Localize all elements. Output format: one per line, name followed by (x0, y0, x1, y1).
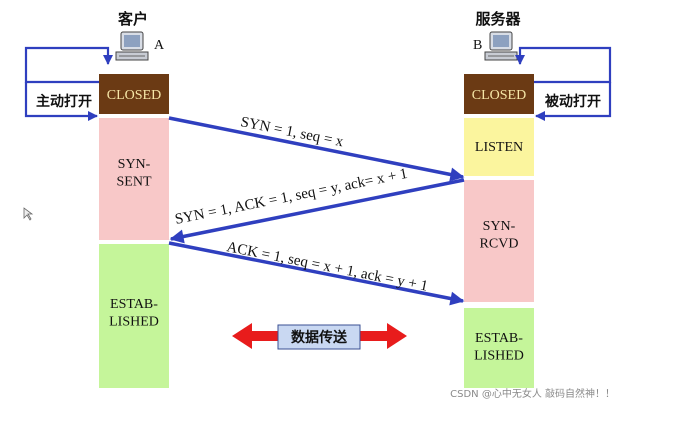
server-state-listen: LISTEN (475, 140, 523, 155)
server-state-established: ESTAB-LISHED (474, 331, 524, 364)
server-host-letter: B (473, 38, 482, 53)
server-state-syn-rcvd-box (464, 180, 534, 302)
client-action-label: 主动打开 (36, 93, 92, 110)
computer-icon (484, 31, 518, 61)
syn-arrow (168, 116, 465, 182)
server-state-syn-rcvd: SYN-RCVD (480, 219, 519, 252)
syn-ack-arrow (169, 178, 465, 244)
ack-message-label: ACK = 1, seq = x + 1, ack = y + 1 (225, 239, 429, 294)
data-transfer-label: 数据传送 (291, 329, 348, 346)
client-state-syn-sent-box (99, 118, 169, 240)
watermark: CSDN @心中无女人 敲码自然神！！ (450, 387, 615, 400)
client-label: 客户 (117, 10, 148, 28)
client-state-closed-box (99, 74, 169, 114)
client-state-closed: CLOSED (107, 88, 161, 103)
server-state-closed-box (464, 74, 534, 114)
client-state-syn-sent: SYN-SENT (117, 157, 152, 190)
server-state-listen-box (464, 118, 534, 176)
client-open-loop-arrow (24, 46, 113, 84)
computer-icon (115, 31, 149, 61)
ack-arrow (168, 241, 465, 306)
server-state-established-box (464, 308, 534, 388)
server-open-loop-arrow (515, 46, 612, 84)
server-label: 服务器 (475, 10, 521, 28)
client-open-arrow (24, 82, 98, 121)
server-action-label: 被动打开 (545, 93, 601, 110)
client-host-letter: A (154, 38, 165, 53)
syn-message-label: SYN = 1, seq = x (239, 114, 345, 150)
server-state-closed: CLOSED (472, 88, 526, 103)
client-state-established: ESTAB-LISHED (109, 297, 159, 330)
mouse-cursor-icon (23, 207, 34, 221)
data-transfer-box (277, 324, 361, 350)
client-state-established-box (99, 244, 169, 388)
server-open-arrow (535, 82, 612, 121)
